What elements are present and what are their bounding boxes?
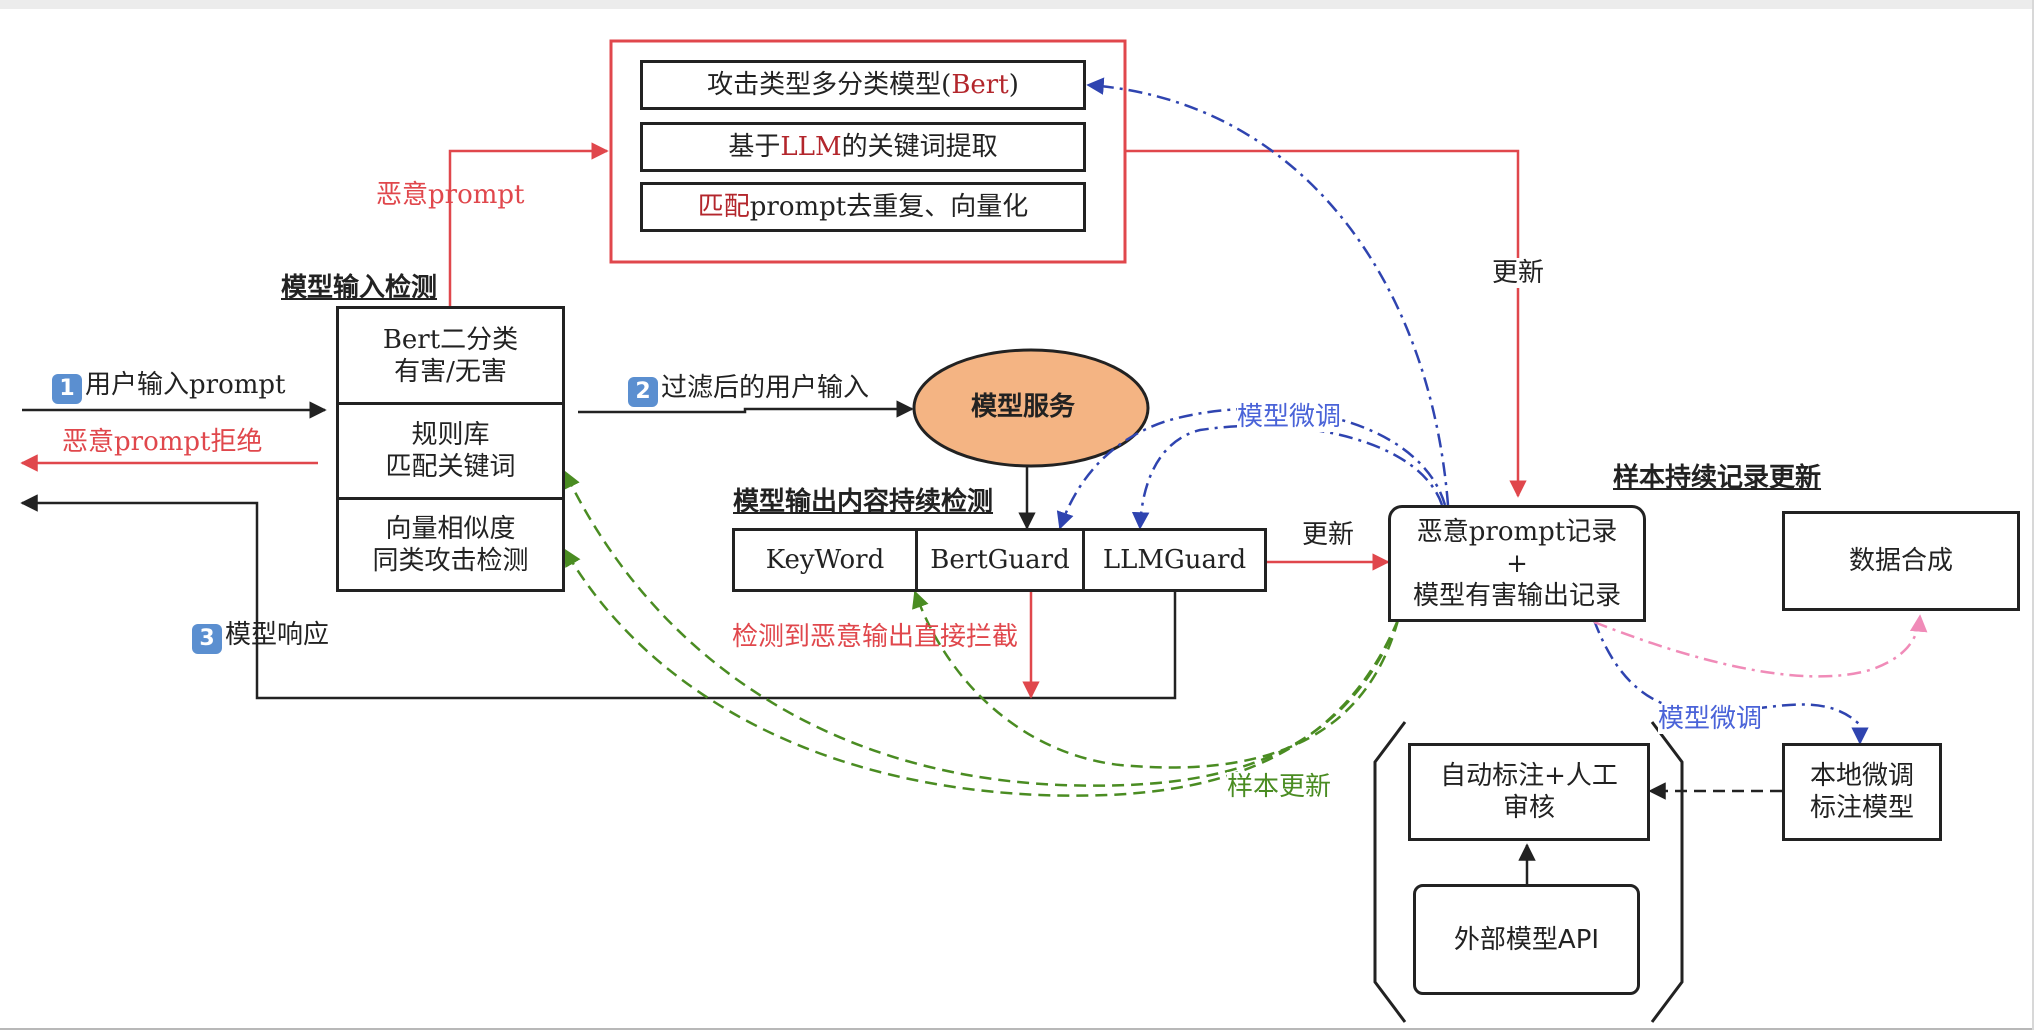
step1-text: 用户输入prompt [85, 370, 286, 400]
output-check-llmguard: LLMGuard [1082, 528, 1267, 592]
finetune-arrow-attack [1086, 77, 1450, 506]
right-edge [2032, 0, 2034, 1030]
attack-row1-text: 攻击类型多分类模型(Bert) [707, 70, 1019, 100]
output-check-keyword: KeyWord [732, 528, 918, 592]
attack-classifier-row: 攻击类型多分类模型(Bert) [640, 60, 1086, 110]
record-box: 恶意prompt记录 + 模型有害输出记录 [1388, 505, 1646, 622]
model-service-ellipse [912, 348, 1150, 468]
input-check-title: 模型输入检测 [281, 273, 438, 303]
external-model-api-box: 外部模型API [1413, 884, 1640, 995]
attack-row3-text: 匹配prompt去重复、向量化 [697, 192, 1029, 222]
filtered-input-arrow [578, 400, 914, 418]
malicious-prompt-label: 恶意prompt [376, 180, 525, 210]
bottom-edge [0, 1028, 2034, 1030]
sample-update-arrow-3 [912, 590, 1400, 769]
malicious-prompt-arrow [448, 142, 609, 306]
dedupe-vectorize-row: 匹配prompt去重复、向量化 [640, 182, 1086, 232]
update-arrow-right [1125, 149, 1527, 498]
step3-badge: 3 [192, 624, 222, 654]
update-label-right: 更新 [1492, 258, 1545, 288]
step1-badge: 1 [52, 374, 82, 404]
input-check-rules: 规则库 匹配关键词 [336, 402, 565, 500]
keyword-extract-row: 基于LLM的关键词提取 [640, 122, 1086, 172]
local-finetune-model-box: 本地微调 标注模型 [1782, 743, 1942, 841]
finetune-label-bottom: 模型微调 [1658, 704, 1763, 734]
response-arrow [20, 494, 1177, 700]
window-top-bar [0, 0, 2034, 9]
annotation-group-bracket-left [1373, 721, 1407, 1023]
attack-row2-text: 基于LLM的关键词提取 [728, 132, 998, 162]
step2-badge: 2 [628, 377, 658, 407]
output-check-bertguard: BertGuard [915, 528, 1085, 592]
reject-label: 恶意prompt拒绝 [62, 427, 263, 457]
model-service-label: 模型服务 [971, 392, 1076, 422]
output-check-title: 模型输出内容持续检测 [733, 487, 994, 517]
finetune-arrow-llmguard [1131, 424, 1444, 530]
update-label-mid: 更新 [1302, 520, 1355, 550]
finetune-arrow-local [1592, 619, 1869, 745]
finetune-arrow-bertguard [1056, 407, 1447, 530]
finetune-label-top: 模型微调 [1237, 402, 1342, 432]
input-check-vector: 向量相似度 同类攻击检测 [336, 497, 565, 592]
data-synthesis-box: 数据合成 [1782, 511, 2020, 611]
sample-update-label: 样本更新 [1227, 772, 1332, 802]
annotation-group-bracket-right [1650, 721, 1684, 1023]
sample-record-title: 样本持续记录更新 [1613, 463, 1822, 493]
synth-arrow [1593, 614, 1928, 678]
auto-label-review-box: 自动标注+人工 审核 [1408, 743, 1650, 841]
step3-text: 模型响应 [225, 620, 330, 650]
intercept-label: 检测到恶意输出直接拦截 [732, 622, 1019, 652]
sample-update-arrow-2 [563, 548, 1400, 797]
input-check-bert: Bert二分类 有害/无害 [336, 306, 565, 405]
step2-text: 过滤后的用户输入 [661, 373, 870, 403]
